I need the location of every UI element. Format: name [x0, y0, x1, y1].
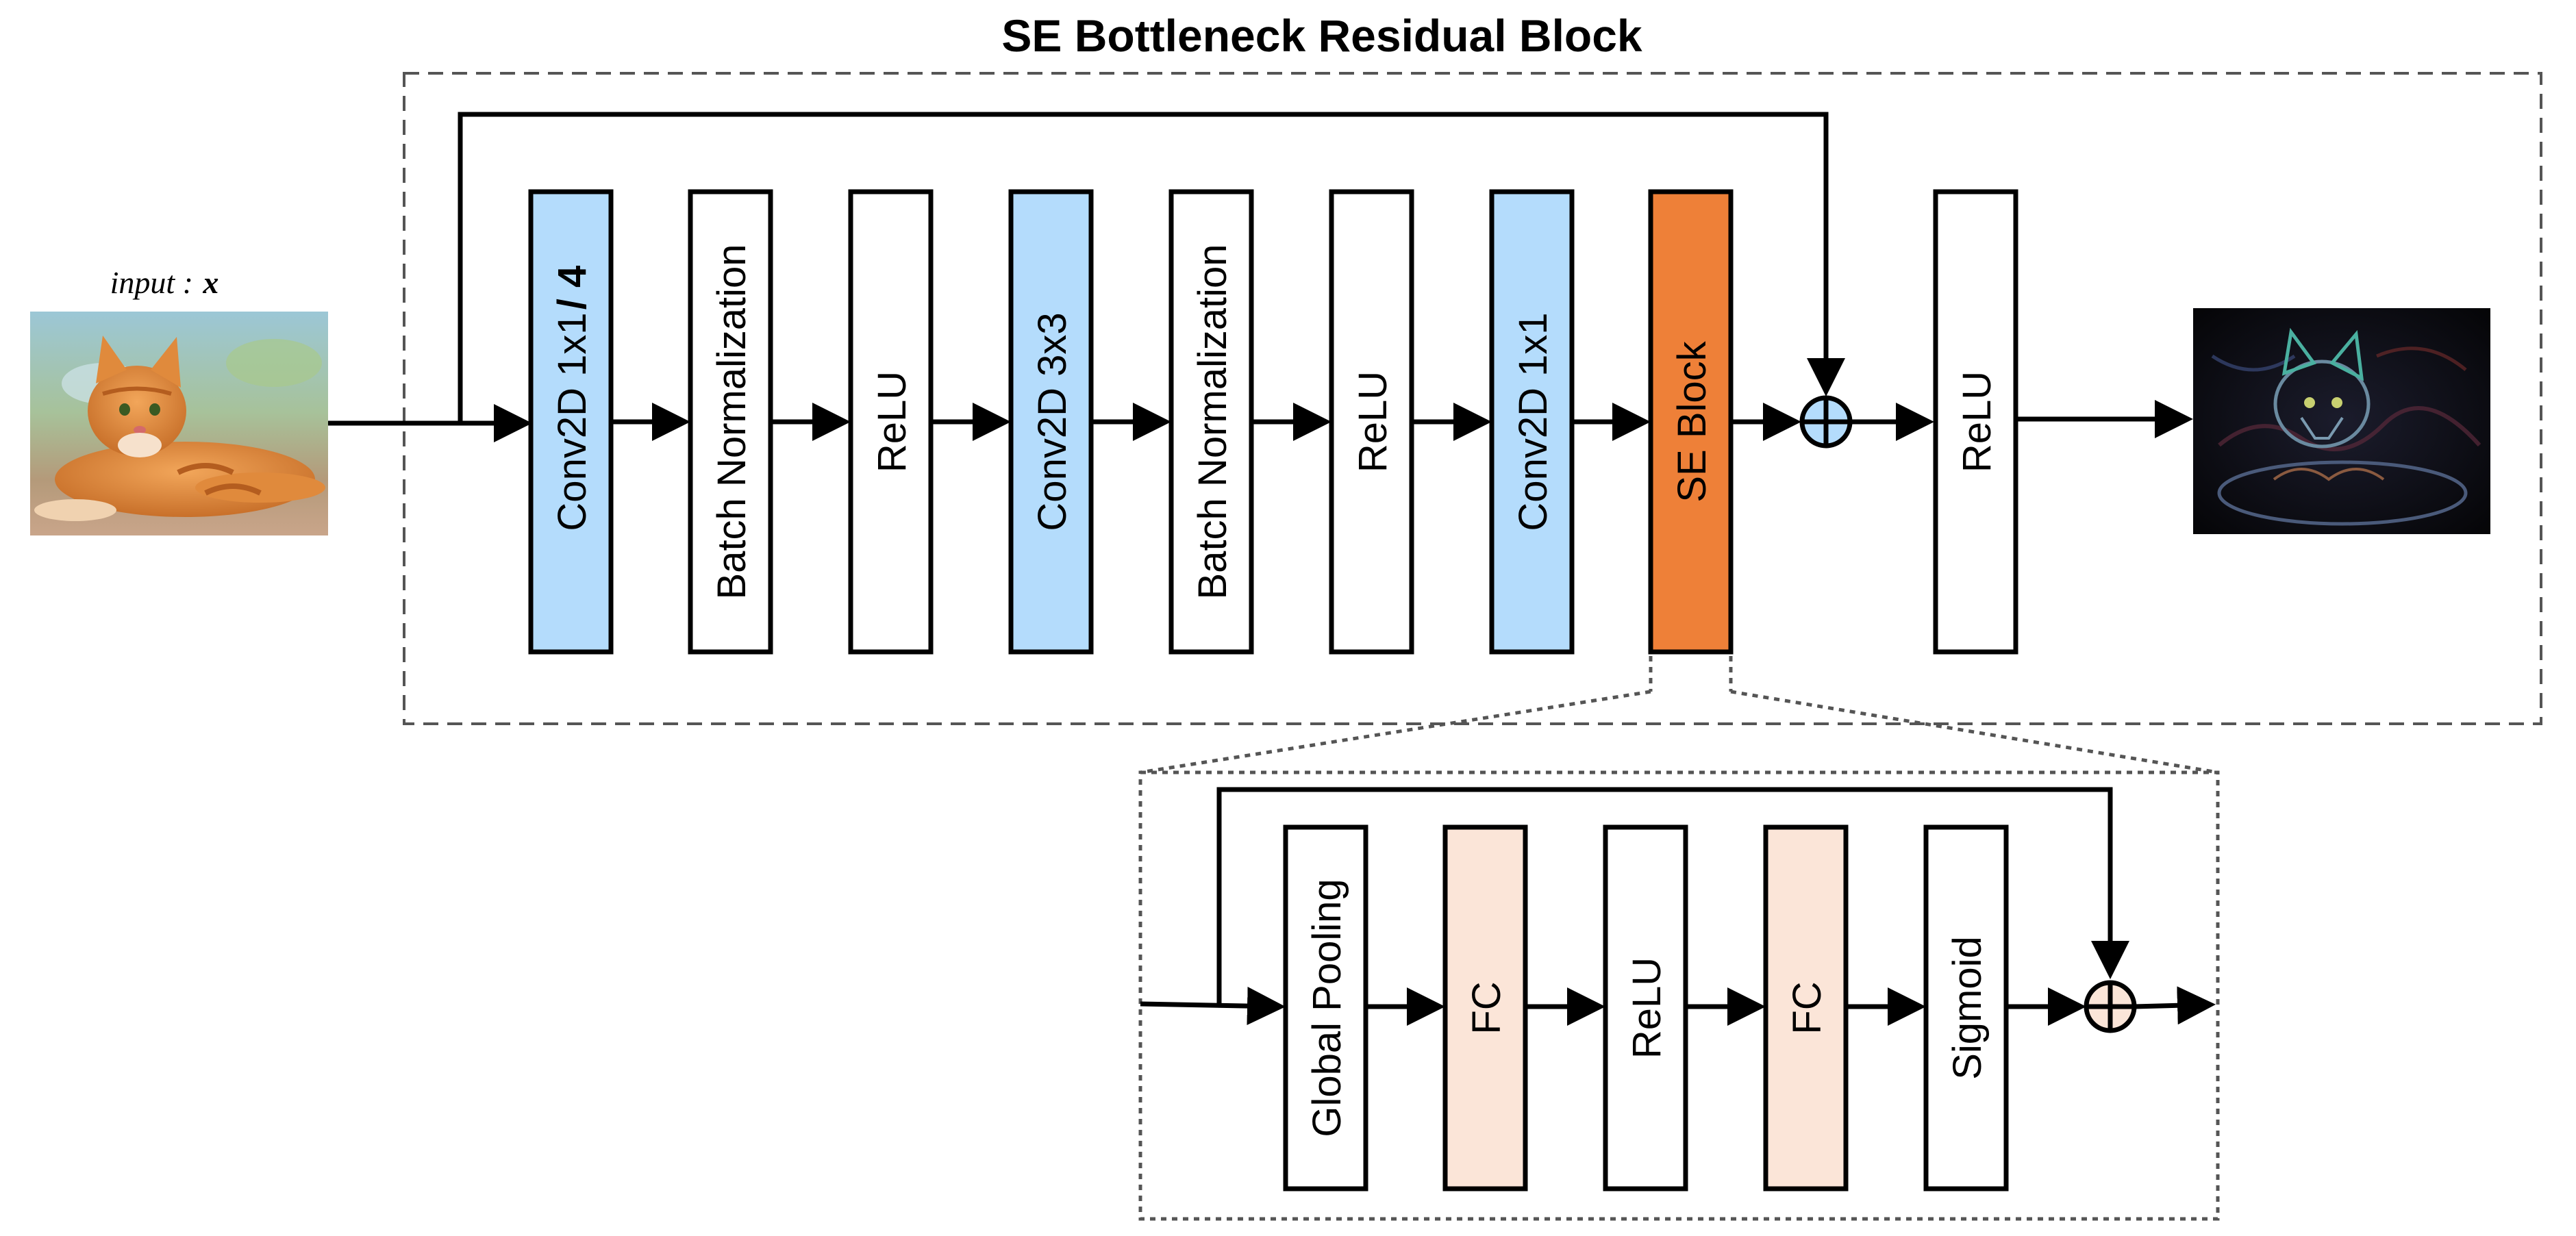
main-block-label: Batch Normalization: [1190, 244, 1235, 600]
se-block-fc1: FC: [1442, 824, 1528, 1191]
input-label-group: input : x: [110, 265, 219, 300]
output-feature-map-image: [2193, 308, 2490, 534]
main-block-se: SE Block: [1648, 189, 1734, 655]
main-block-label: Batch Normalization: [710, 244, 754, 600]
main-block-label: Conv2D 1x1: [550, 312, 595, 531]
main-block-label: ReLU: [1351, 371, 1395, 472]
zoom-line-left: [1140, 690, 1651, 774]
input-variable: x: [202, 265, 218, 300]
se-block-label: ReLU: [1625, 957, 1669, 1059]
main-block-frame: [403, 72, 2542, 725]
se-block-sigmoid: Sigmoid: [1923, 824, 2009, 1191]
main-block-label: Conv2D 1x1: [1511, 312, 1555, 531]
main-block-conv3: Conv2D 1x1: [1489, 189, 1575, 655]
main-block-label: ReLU: [870, 371, 914, 472]
se-input-line: [1140, 987, 1286, 1026]
input-label: input :: [110, 265, 193, 300]
se-block-label: Sigmoid: [1945, 936, 1990, 1080]
se-block-label: Global Pooling: [1305, 879, 1349, 1137]
se-add-circle-plus-icon: [2084, 980, 2137, 1033]
se-detail-frame: [1138, 770, 2220, 1221]
se-block-fc2: FC: [1763, 824, 1849, 1191]
skip-connection: [458, 112, 1845, 423]
main-block-conv2: Conv2D 3x3: [1008, 189, 1094, 655]
input-cat-image: [30, 312, 328, 535]
se-block-global-pooling: Global Pooling: [1283, 824, 1368, 1191]
se-block-relu: ReLU: [1603, 824, 1688, 1191]
se-block-label: FC: [1464, 981, 1509, 1034]
main-block-relu2: ReLU: [1329, 189, 1414, 655]
main-block-bn2: Batch Normalization: [1168, 189, 1254, 655]
main-block-label: Conv2D 3x3: [1030, 312, 1075, 531]
zoom-line-right: [1730, 690, 2218, 774]
se-skip-connection: [1216, 787, 2129, 1005]
residual-add-circle-plus-icon: [1799, 395, 1853, 449]
diagram-title: SE Bottleneck Residual Block: [1001, 10, 1642, 61]
se-block-label: FC: [1785, 981, 1829, 1034]
main-block-relu3: ReLU: [1933, 189, 2018, 655]
se-output-arrow: [2134, 986, 2216, 1025]
main-block-relu1: ReLU: [848, 189, 934, 655]
main-block-label: SE Block: [1670, 340, 1714, 502]
main-block-label: ReLU: [1955, 371, 1999, 472]
main-block-bn1: Batch Normalization: [688, 189, 773, 655]
reduction-annotation: / 4: [550, 266, 595, 310]
main-block-conv1: Conv2D 1x1 / 4: [528, 189, 614, 655]
